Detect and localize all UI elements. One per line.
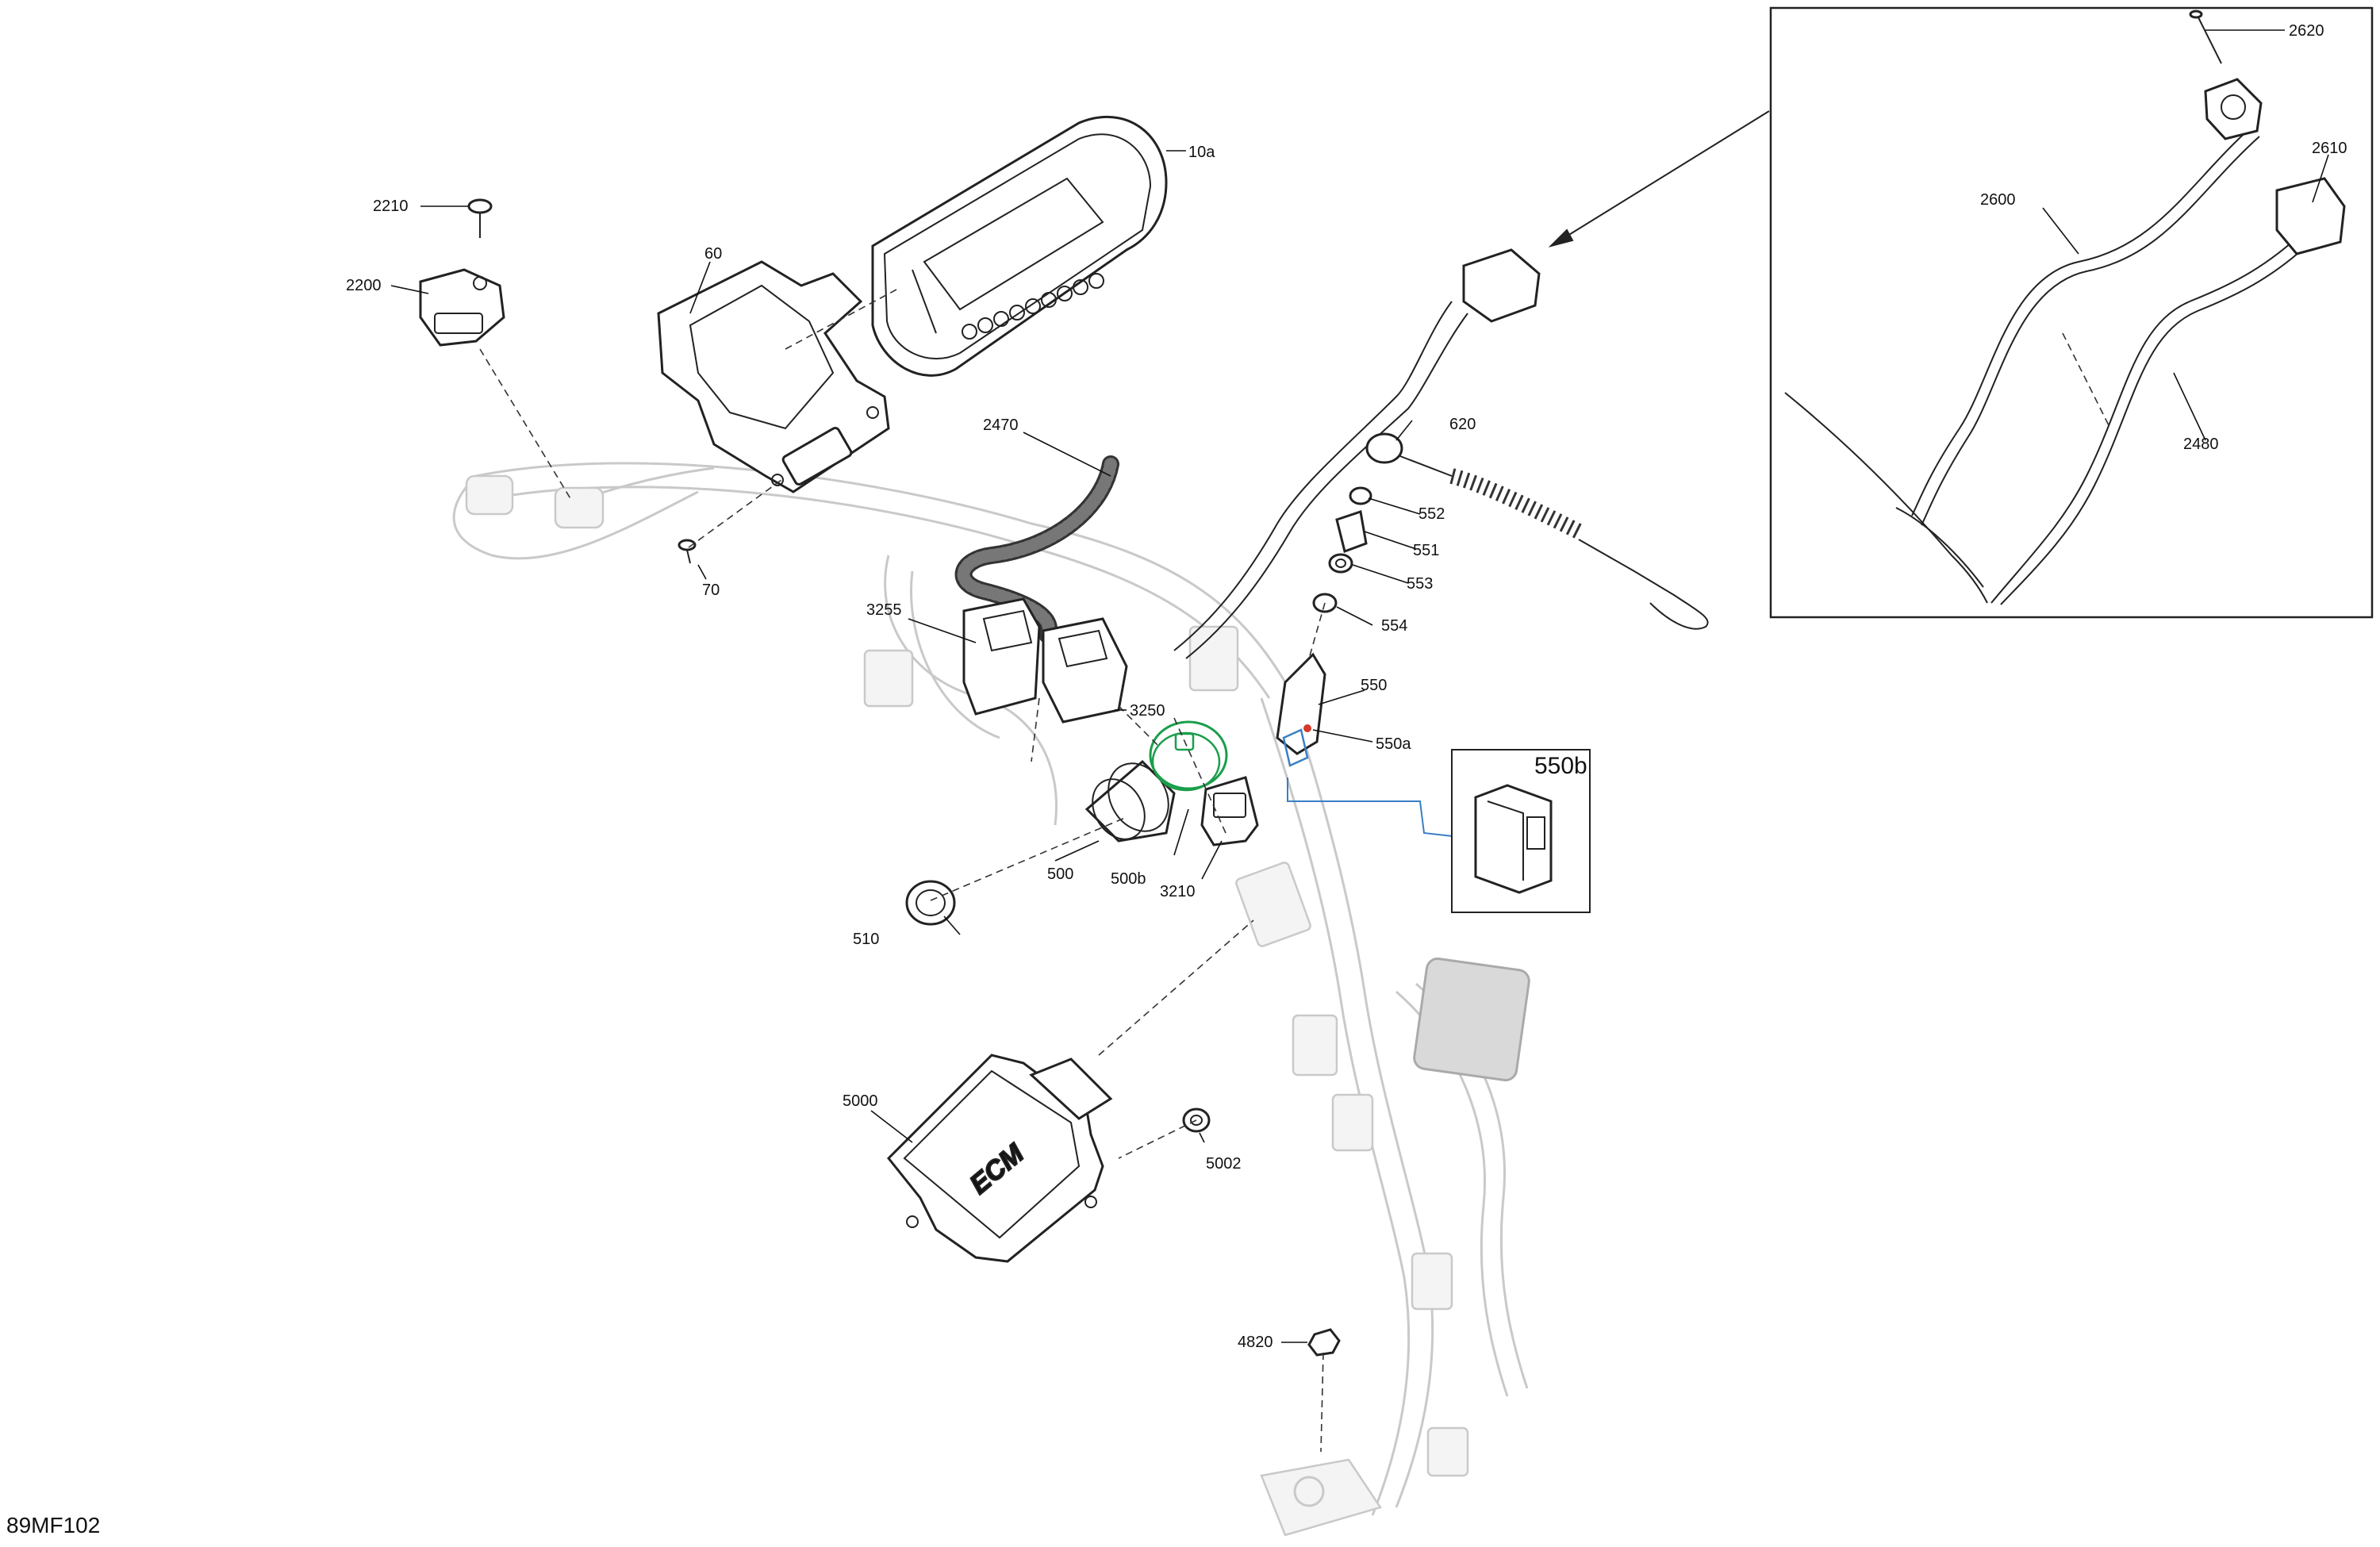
callout-2620: 2620 [2289,22,2324,40]
switch-550 [1276,652,1326,767]
connector-3210 [1200,776,1259,846]
screw-2210 [467,198,493,238]
callout-2200: 2200 [346,277,382,294]
switch-3255 [962,597,1041,716]
switch-3250 [1042,617,1128,724]
callout-500: 500 [1047,866,1073,883]
callout-3255: 3255 [866,601,902,619]
instrument-cluster [871,115,1168,377]
detail-link-line [1287,777,1461,838]
callout-4820: 4820 [1238,1334,1273,1351]
callout-3250: 3250 [1130,702,1165,720]
ignition-switch-500 [1084,759,1176,843]
right-wire-branch [1173,301,1468,659]
callout-10a: 10a [1188,144,1215,161]
screw-70 [678,539,697,564]
callout-2610: 2610 [2312,140,2347,157]
ecm-5000: ECM [886,1054,1113,1263]
leader-lines [390,150,1421,1343]
wire-2600 [1911,126,2260,526]
callout-552: 552 [1418,505,1445,523]
ghost-module [1413,957,1530,1082]
callout-550a: 550a [1376,735,1411,753]
callout-554: 554 [1381,617,1407,635]
figure-id: 89MF102 [6,1513,100,1537]
callout-551: 551 [1413,542,1439,559]
callout-510: 510 [853,931,879,948]
tether-switch-620 [1365,432,1709,630]
callout-2480: 2480 [2183,436,2219,453]
exploded-view-guides [479,289,1326,1453]
detail-box-550b [1451,749,1591,913]
pin-2620 [2189,10,2222,64]
callout-550: 550 [1361,677,1387,694]
nut-4820 [1307,1328,1341,1357]
module-2620-housing [2204,78,2263,140]
callout-2600: 2600 [1980,191,2016,209]
boot-551 [1335,510,1368,553]
callout-500b: 500b [1111,870,1146,888]
washer-553 [1328,553,1353,574]
indicator-lights [962,273,1104,340]
callout-620: 620 [1449,416,1476,433]
inset-leaders [2042,29,2329,441]
callout-2210: 2210 [373,198,409,215]
nut-510 [905,880,956,926]
wiring-harness-ghost [452,462,1530,1537]
detail-box-label: 550b [1534,753,1587,779]
callout-5000: 5000 [843,1092,878,1110]
inset-pointer-arrow [1548,110,1770,248]
switch-2610 [2275,177,2346,255]
inset-detail-panel [1769,6,2374,619]
callout-labels: 10a 60 2210 2200 70 2470 3255 3250 500 5… [6,22,2347,1537]
coiled-harness-2470 [954,455,1119,643]
callout-70: 70 [702,582,720,599]
gauge-bracket [657,260,890,493]
ignition-cap-500b [1149,720,1228,792]
callout-553: 553 [1407,575,1433,593]
callout-3210: 3210 [1160,883,1196,900]
sensor-2200 [419,268,505,347]
nut-552 [1349,486,1372,505]
callout-60: 60 [704,245,722,263]
connector-top-right [1462,248,1541,323]
callout-2470: 2470 [983,416,1019,434]
wire-2480 [1990,237,2305,605]
callout-5002: 5002 [1206,1155,1242,1173]
